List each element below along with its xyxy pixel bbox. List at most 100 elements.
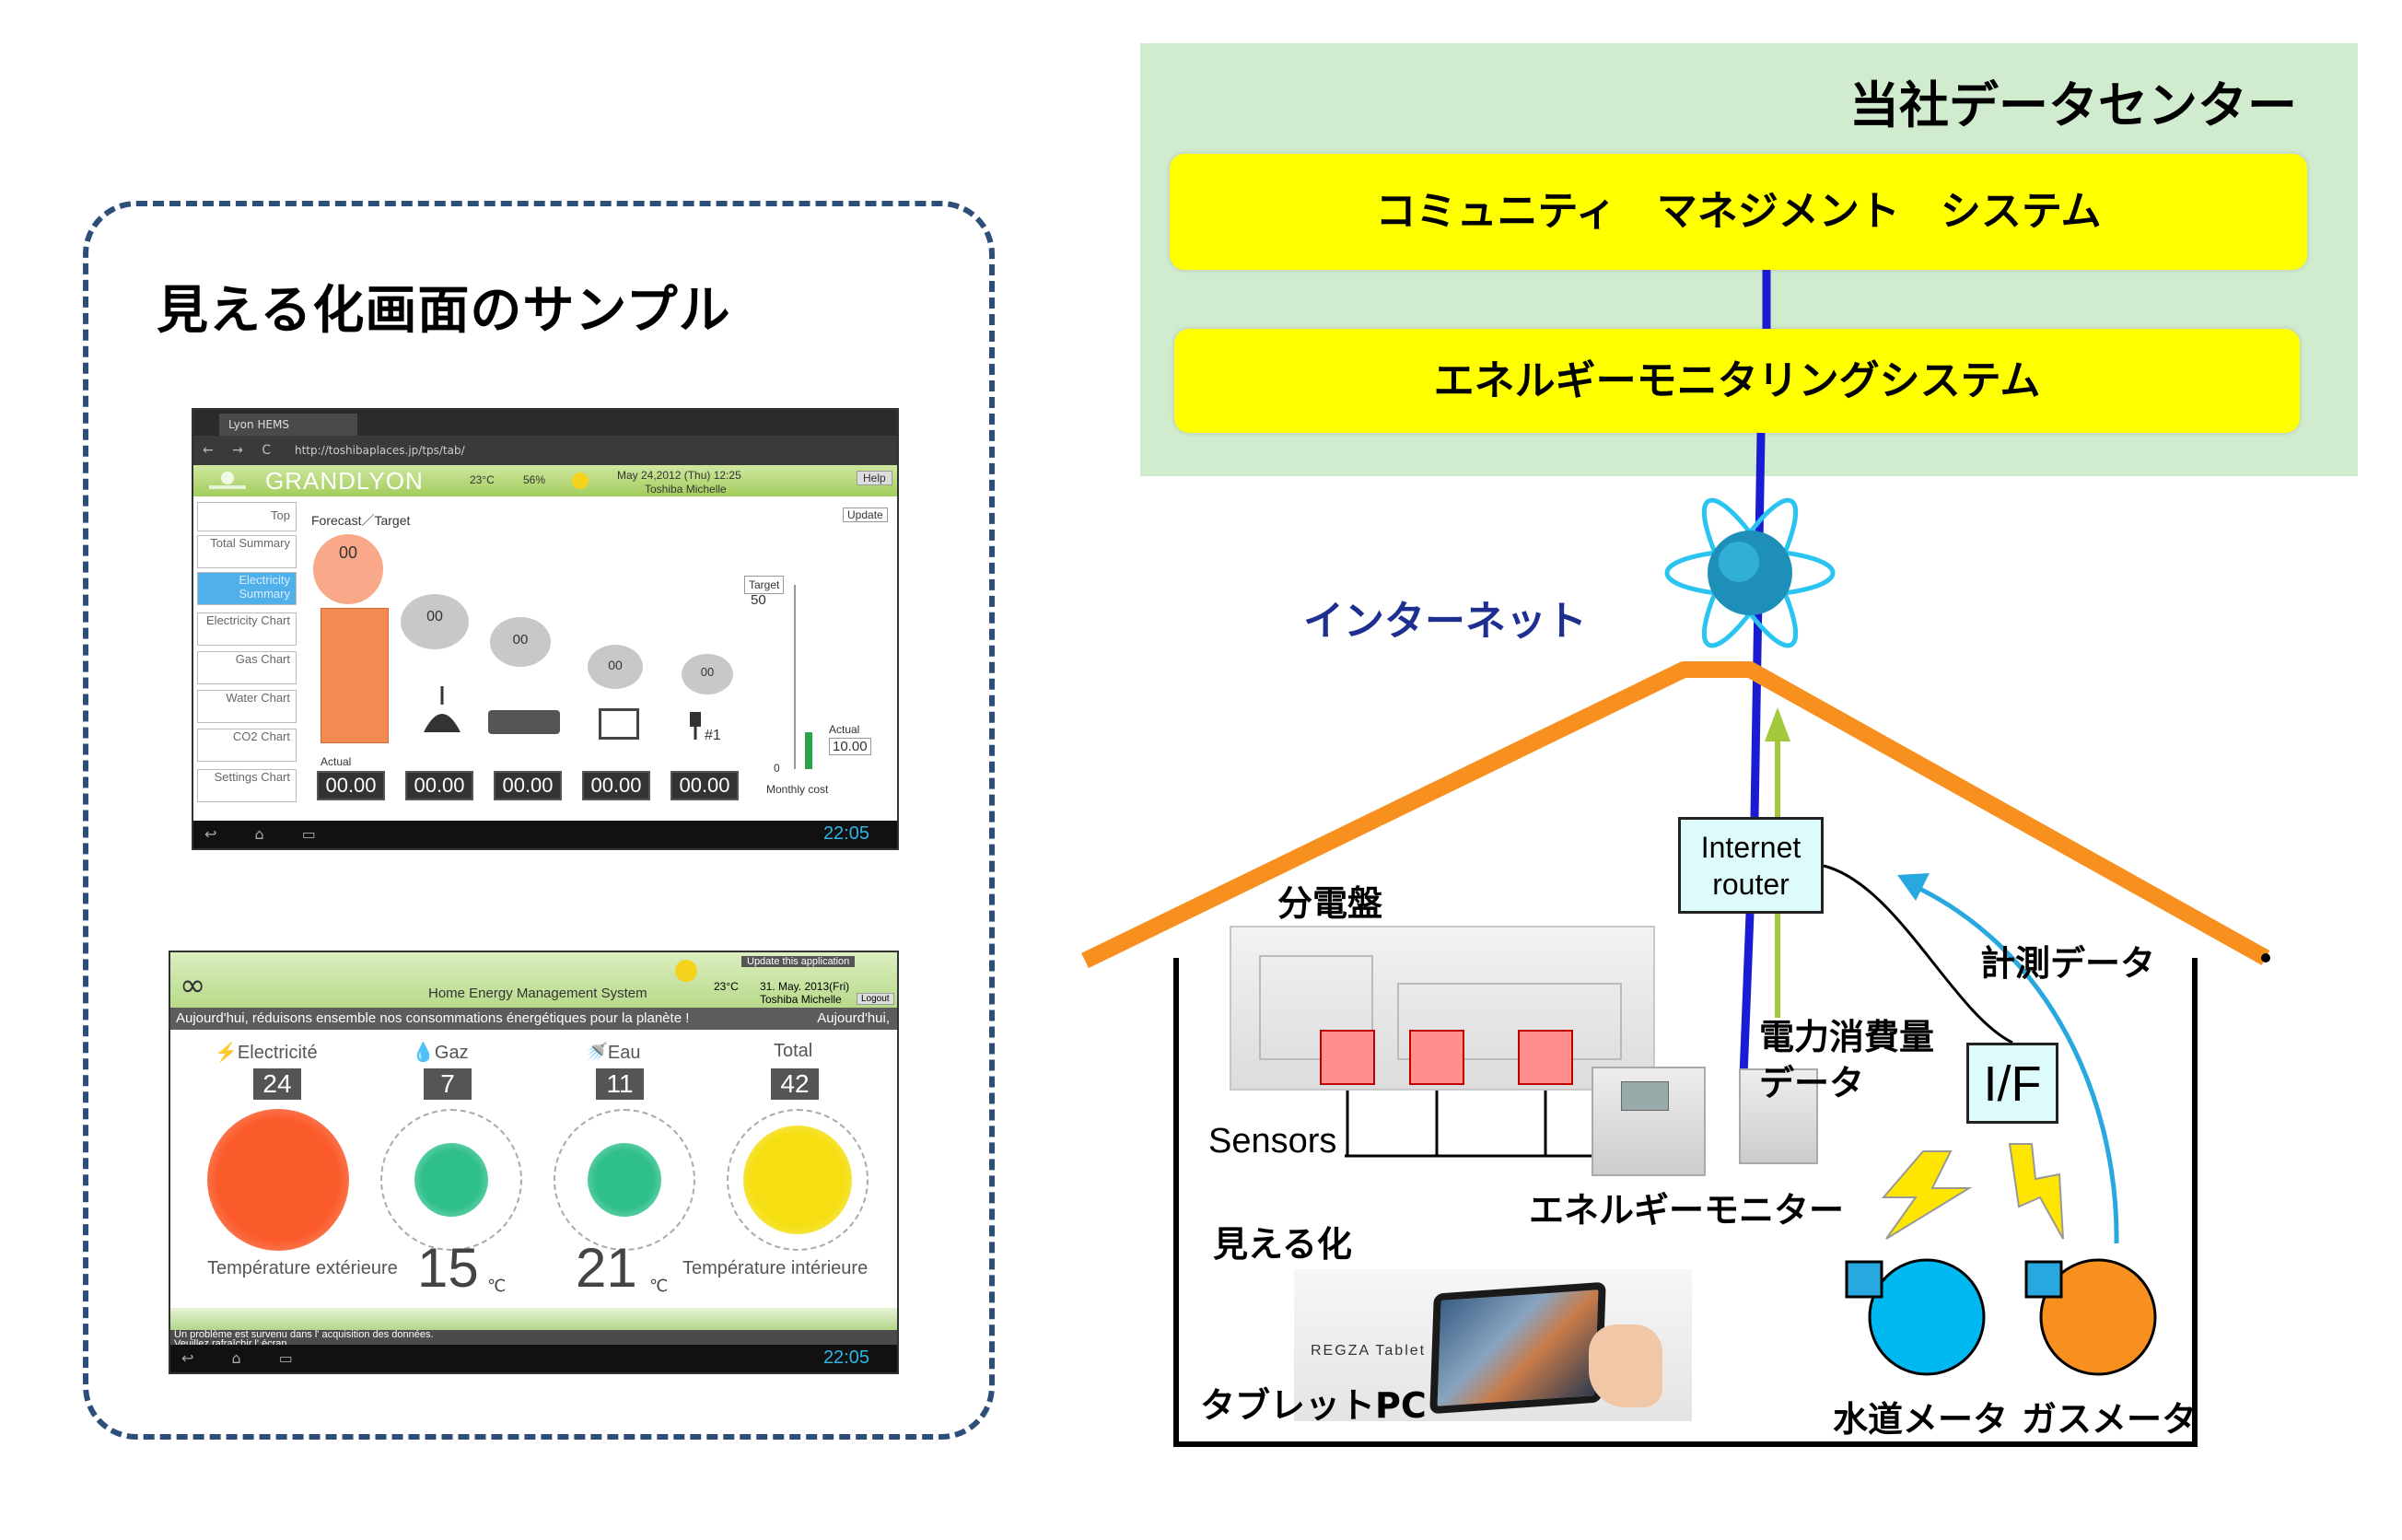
electricity-label: ⚡Electricité bbox=[215, 1041, 318, 1064]
gas-meter-label: ガスメータ bbox=[2022, 1399, 2198, 1440]
app-logo: GRANDLYON bbox=[265, 467, 424, 495]
interface-box: I/F bbox=[1966, 1043, 2058, 1124]
menu-electricity-summary[interactable]: Electricity Summary bbox=[197, 572, 297, 605]
measure-data-arrowhead bbox=[1897, 873, 1930, 901]
power-consumption-label-2: データ bbox=[1759, 1063, 1865, 1103]
message-banner: Aujourd'hui, réduisons ensemble nos cons… bbox=[170, 1008, 897, 1030]
energy-monitor-icon bbox=[1592, 1067, 1706, 1176]
sample-title: 見える化画面のサンプル bbox=[157, 281, 731, 341]
menu-top[interactable]: Top bbox=[197, 502, 297, 531]
sun-icon bbox=[566, 467, 594, 498]
forecast-bubble-lamp: 00 bbox=[401, 594, 469, 649]
plug-label: #1 bbox=[705, 728, 721, 743]
menu-gas-chart[interactable]: Gas Chart bbox=[197, 651, 297, 684]
gas-text: Gaz bbox=[434, 1043, 469, 1063]
user-name: Toshiba Michelle bbox=[645, 483, 727, 496]
router-if-link bbox=[1823, 864, 2013, 1044]
browser-url-bar bbox=[193, 436, 897, 465]
water-indicator bbox=[588, 1143, 661, 1217]
water-meter-icon bbox=[1868, 1258, 1986, 1376]
menu-co2-chart[interactable]: CO2 Chart bbox=[197, 729, 297, 762]
total-indicator bbox=[743, 1126, 852, 1234]
humidity: 56% bbox=[523, 473, 546, 486]
update-button[interactable]: Update bbox=[843, 508, 888, 522]
internet-globe-icon bbox=[1664, 497, 1836, 648]
device-value-4: 00.00 bbox=[582, 771, 650, 800]
error-footer: Un problème est survenu dans l' acquisit… bbox=[170, 1329, 897, 1349]
menu-water-chart[interactable]: Water Chart bbox=[197, 690, 297, 723]
actual-label: Actual bbox=[321, 755, 352, 768]
power-data-arrowhead bbox=[1765, 707, 1790, 741]
date: 31. May. 2013(Fri) bbox=[760, 980, 850, 993]
temp-int-unit: ℃ bbox=[649, 1277, 669, 1296]
monthly-cost-label: Monthly cost bbox=[766, 783, 829, 796]
actual-cost-label: Actual bbox=[829, 723, 860, 736]
internet-router: Internet router bbox=[1678, 817, 1824, 914]
browser-nav-icons[interactable]: ← → C bbox=[203, 443, 279, 458]
system-title: Home Energy Management System bbox=[428, 986, 647, 1001]
android-nav-bar bbox=[170, 1345, 897, 1372]
measure-data-label: 計測データ bbox=[1980, 943, 2156, 984]
router-label-1: Internet bbox=[1700, 831, 1802, 864]
temperature: 23°C bbox=[714, 980, 739, 993]
sun-icon bbox=[668, 952, 705, 993]
help-button[interactable]: Help bbox=[857, 471, 892, 485]
infinity-logo-icon: ∞ bbox=[180, 967, 206, 1004]
plug-icon bbox=[686, 703, 705, 743]
zero-value: 0 bbox=[774, 762, 780, 775]
date-time: May 24,2012 (Thu) 12:25 bbox=[617, 469, 741, 482]
sensors-label: Sensors bbox=[1208, 1122, 1337, 1161]
hems-screenshot-1: Lyon HEMS ← → C http://toshibaplaces.jp/… bbox=[192, 408, 899, 850]
tablet-label: タブレットPC bbox=[1200, 1385, 1427, 1426]
lightning-icon-gas bbox=[2008, 1143, 2064, 1240]
bolt-icon: ⚡ bbox=[215, 1043, 238, 1063]
clock: 22:05 bbox=[822, 823, 869, 844]
android-nav-icons[interactable]: ↩ ⌂ ▭ bbox=[181, 1349, 309, 1367]
forecast-bubble-plug: 00 bbox=[682, 654, 733, 694]
menu-settings-chart[interactable]: Settings Chart bbox=[197, 769, 297, 802]
target-label: Target bbox=[744, 576, 785, 594]
sensor-1 bbox=[1320, 1030, 1375, 1085]
gas-indicator bbox=[414, 1143, 488, 1217]
temp-int-label: Température intérieure bbox=[682, 1258, 869, 1278]
tablet-image: REGZA Tablet bbox=[1294, 1269, 1692, 1421]
water-value: 11 bbox=[596, 1068, 644, 1100]
total-indicator-ring bbox=[727, 1109, 869, 1251]
total-value: 42 bbox=[771, 1068, 819, 1100]
clock: 22:05 bbox=[822, 1348, 869, 1368]
menu-total-summary[interactable]: Total Summary bbox=[197, 535, 297, 568]
measure-data-arrow bbox=[1905, 880, 2119, 1244]
app-header bbox=[193, 465, 897, 496]
electricity-value: 24 bbox=[253, 1068, 301, 1100]
update-app-button[interactable]: Update this application bbox=[741, 956, 856, 967]
water-meter-label: 水道メータ bbox=[1833, 1399, 2009, 1440]
actual-cost-value: 10.00 bbox=[829, 738, 871, 755]
error-message-1: Un problème est survenu dans l' acquisit… bbox=[174, 1329, 434, 1340]
temp-int-value: 21 bbox=[576, 1237, 637, 1299]
hand-icon bbox=[1589, 1324, 1662, 1407]
internet-label: インターネット bbox=[1303, 598, 1587, 645]
temperature: 23°C bbox=[470, 473, 495, 486]
router-label-2: router bbox=[1712, 868, 1790, 901]
datacenter-title: 当社データセンター bbox=[1849, 76, 2297, 134]
grass-strip bbox=[170, 1308, 897, 1330]
logout-button[interactable]: Logout bbox=[857, 993, 894, 1005]
energy-monitor-unit-icon bbox=[1739, 1068, 1818, 1164]
electricity-text: Electricité bbox=[237, 1043, 318, 1063]
android-nav-icons[interactable]: ↩ ⌂ ▭ bbox=[204, 825, 332, 843]
fridge-icon bbox=[321, 608, 389, 743]
gas-value: 7 bbox=[424, 1068, 472, 1100]
error-message-2: Veuillez rafraîchir l' écran. bbox=[174, 1338, 290, 1349]
device-value-2: 00.00 bbox=[405, 771, 473, 800]
hems-screenshot-2: ∞ Home Energy Management System Update t… bbox=[169, 951, 899, 1374]
browser-tab[interactable]: Lyon HEMS bbox=[219, 414, 357, 436]
energy-monitoring-system-box: エネルギーモニタリングシステム bbox=[1174, 329, 2300, 433]
browser-url[interactable]: http://toshibaplaces.jp/tps/tab/ bbox=[295, 444, 465, 457]
tablet-brand: REGZA Tablet bbox=[1311, 1343, 1427, 1359]
banner-right-text: Aujourd'hui, bbox=[811, 1008, 890, 1030]
sensor-3 bbox=[1518, 1030, 1573, 1085]
menu-electricity-chart[interactable]: Electricity Chart bbox=[197, 612, 297, 646]
device-value-1: 00.00 bbox=[317, 771, 385, 800]
water-label: 🚿Eau bbox=[585, 1041, 641, 1064]
cost-actual-bar bbox=[805, 732, 812, 769]
